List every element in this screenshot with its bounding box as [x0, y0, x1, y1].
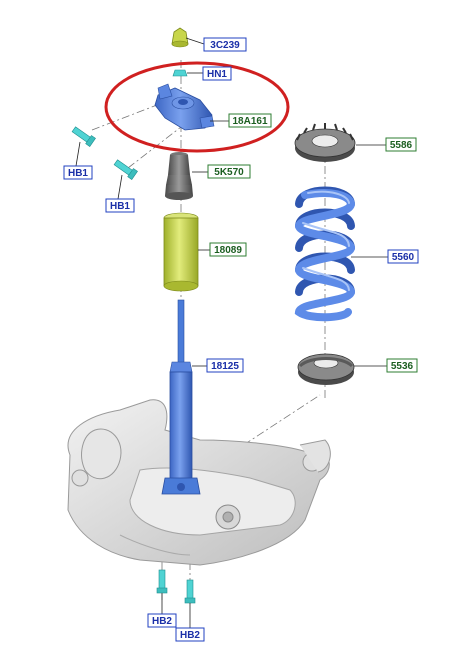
label-5k570: 5K570	[207, 164, 251, 179]
label-hb2-b: HB2	[175, 627, 205, 642]
label-5536: 5536	[386, 358, 418, 373]
leader-lines	[75, 37, 388, 628]
lower-spring-seat	[297, 353, 355, 385]
label-hb2-a: HB2	[147, 613, 177, 628]
coil-spring	[294, 186, 356, 322]
svg-text:5586: 5586	[390, 140, 413, 151]
label-3c239: 3C239	[203, 37, 247, 52]
label-18125: 18125	[206, 358, 244, 373]
upper-mount	[154, 83, 215, 131]
label-hb1-b: HB1	[105, 198, 135, 213]
svg-text:18089: 18089	[214, 245, 242, 256]
shock-absorber	[161, 299, 201, 495]
bolts-hb2	[156, 569, 196, 604]
svg-text:5K570: 5K570	[214, 167, 244, 178]
label-18089: 18089	[209, 242, 247, 257]
svg-text:18125: 18125	[211, 361, 239, 372]
svg-text:HB1: HB1	[110, 201, 130, 212]
knuckle-assembly	[67, 399, 331, 566]
dust-boot	[163, 212, 199, 292]
svg-text:HB1: HB1	[68, 168, 88, 179]
label-18a161: 18A161	[228, 113, 272, 128]
label-hn1: HN1	[202, 66, 232, 81]
label-hb1-a: HB1	[63, 165, 93, 180]
svg-text:HN1: HN1	[207, 69, 227, 80]
bolts-hb1	[71, 126, 138, 180]
svg-text:HB2: HB2	[180, 630, 200, 641]
label-5586: 5586	[385, 137, 417, 152]
highlight-ellipse	[104, 61, 290, 153]
svg-text:HB2: HB2	[152, 616, 172, 627]
top-nut	[171, 27, 189, 48]
label-5560: 5560	[387, 249, 419, 264]
bump-stop	[165, 152, 193, 200]
svg-text:5560: 5560	[392, 252, 415, 263]
hex-nut	[172, 69, 188, 77]
svg-text:3C239: 3C239	[210, 40, 240, 51]
svg-text:18A161: 18A161	[232, 116, 267, 127]
svg-text:5536: 5536	[391, 361, 414, 372]
upper-spring-seat	[294, 123, 356, 162]
